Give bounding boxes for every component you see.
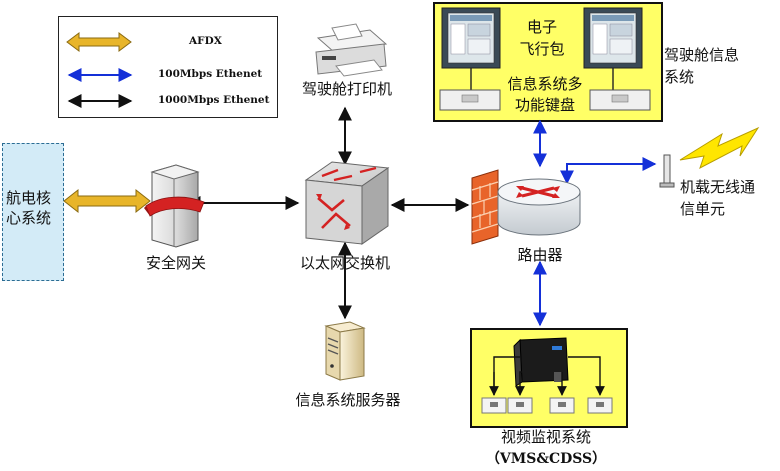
antenna-icon xyxy=(659,154,675,188)
ethernet-switch-label: 以太网交换机 xyxy=(299,254,390,272)
ethernet-switch-icon xyxy=(304,161,390,245)
server-icon xyxy=(324,321,366,381)
router-icon xyxy=(497,178,581,236)
camera-lenses xyxy=(490,402,604,407)
legend-arrows xyxy=(66,32,133,108)
security-gateway-icon xyxy=(144,164,205,248)
info-server-label: 信息系统服务器 xyxy=(295,391,401,409)
efb-left-device xyxy=(439,7,501,111)
afdx-link xyxy=(63,188,151,214)
firewall-icon xyxy=(471,169,499,245)
efb-right-device xyxy=(583,7,651,111)
cockpit-printer-label: 驾驶舱打印机 xyxy=(301,80,392,98)
legend-afdx-label: AFDX xyxy=(189,35,222,47)
router-wireless-link xyxy=(560,157,657,185)
avionics-core-box xyxy=(2,143,64,281)
legend: AFDX 100Mbps Ethenet 1000Mbps Ethenet xyxy=(58,16,278,118)
lightning-icon xyxy=(679,126,760,170)
camera-icons xyxy=(481,397,613,414)
router-label: 路由器 xyxy=(517,246,563,264)
video-system-label: 视频监视系统 xyxy=(500,428,591,446)
legend-1000mbps-label: 1000Mbps Ethenet xyxy=(158,94,270,106)
wireless-unit-label: 机载无线通 信单元 xyxy=(680,178,756,218)
printer-icon xyxy=(315,23,388,77)
video-system-sub-label: （VMS&CDSS） xyxy=(485,451,607,467)
legend-100mbps-label: 100Mbps Ethenet xyxy=(158,68,263,80)
video-recorder-icon xyxy=(513,337,569,387)
legend-afdx-arrow xyxy=(66,32,132,52)
efb-label: 电子 飞行包 xyxy=(519,18,565,58)
avionics-core-label: 航电核 心系统 xyxy=(6,189,52,227)
security-gateway-label: 安全网关 xyxy=(145,254,206,272)
keyboard-label: 信息系统多 功能键盘 xyxy=(507,75,583,114)
cockpit-info-system-label: 驾驶舱信息 系统 xyxy=(664,46,740,86)
